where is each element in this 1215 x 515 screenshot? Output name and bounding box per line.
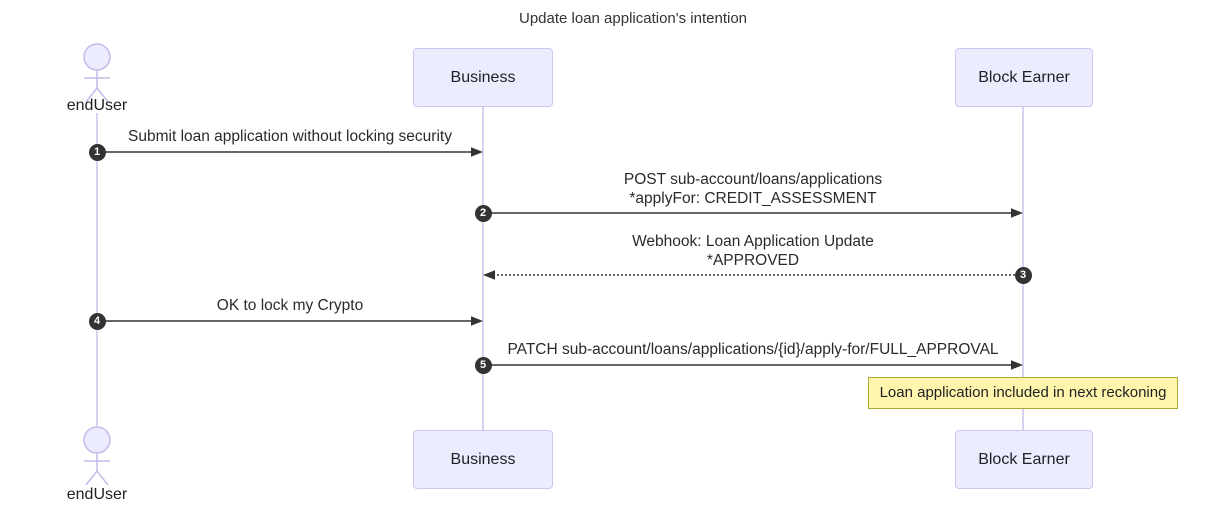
message-arrow-1 <box>97 147 483 157</box>
actor-figure-enduser-top <box>83 43 111 103</box>
participant-business-bottom: Business <box>413 430 553 489</box>
actor-label-enduser-top: endUser <box>66 97 128 114</box>
message-2-line-1: POST sub-account/loans/applications <box>623 171 883 188</box>
diagram-title: Update loan application's intention <box>518 10 748 27</box>
sequence-number-badge-3: 3 <box>1014 266 1032 284</box>
sequence-number-badge-4: 4 <box>88 312 106 330</box>
message-4-line-1: OK to lock my Crypto <box>216 297 364 314</box>
participant-business-top: Business <box>413 48 553 107</box>
sequence-number-badge-5: 5 <box>474 356 492 374</box>
message-arrow-3 <box>483 270 1023 280</box>
note-box: Loan application included in next reckon… <box>868 377 1178 409</box>
message-3-line-2: *APPROVED <box>706 252 800 269</box>
message-label-3: Webhook: Loan Application Update *APPROV… <box>553 232 953 270</box>
sequence-number-badge-2: 2 <box>474 204 492 222</box>
message-label-2: POST sub-account/loans/applications *app… <box>553 170 953 208</box>
sequence-number-badge-1: 1 <box>88 143 106 161</box>
message-arrow-2 <box>483 208 1023 218</box>
message-label-1: Submit loan application without locking … <box>90 127 490 146</box>
message-arrow-5 <box>483 360 1023 370</box>
message-1-line-1: Submit loan application without locking … <box>128 128 452 145</box>
actor-figure-enduser-bottom <box>83 426 111 486</box>
message-arrow-4 <box>97 316 483 326</box>
participant-blockearner-top: Block Earner <box>955 48 1093 107</box>
message-label-4: OK to lock my Crypto <box>90 296 490 315</box>
participant-blockearner-bottom: Block Earner <box>955 430 1093 489</box>
message-5-line-1: PATCH sub-account/loans/applications/{id… <box>507 341 999 358</box>
message-3-line-1: Webhook: Loan Application Update <box>632 233 874 250</box>
message-2-line-2: *applyFor: CREDIT_ASSESSMENT <box>629 190 877 207</box>
message-label-5: PATCH sub-account/loans/applications/{id… <box>483 340 1023 359</box>
actor-label-enduser-bottom: endUser <box>66 486 128 503</box>
